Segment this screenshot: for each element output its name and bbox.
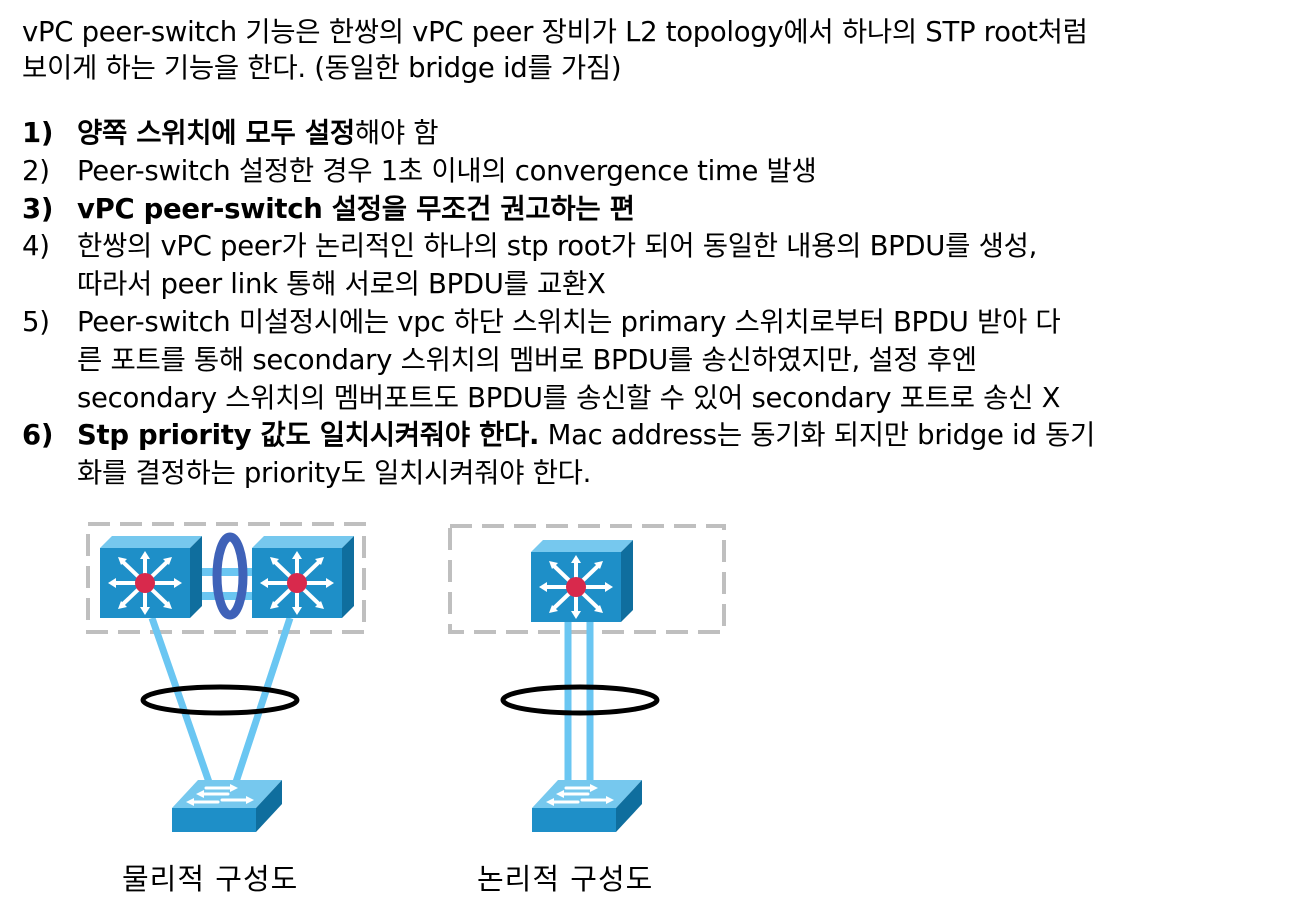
item-number: 4) [22, 230, 50, 263]
item-text: Peer-switch 설정한 경우 1초 이내의 convergence ti… [77, 154, 817, 187]
item-bold-text: 양쪽 스위치에 모두 설정 [77, 117, 355, 149]
item-text: Mac address는 동기화 되지만 bridge id 동기 [539, 419, 1096, 452]
item-line-1: Peer-switch 미설정시에는 vpc 하단 스위치는 primary 스… [77, 305, 1061, 338]
peer-link-ring-icon [212, 532, 248, 620]
item-number: 1) [22, 117, 54, 149]
list-item-3: 3) vPC peer-switch 설정을 무조건 권고하는 편 [22, 191, 1272, 229]
logical-topology [448, 524, 726, 834]
intro-line-1: vPC peer-switch 기능은 한쌍의 vPC peer 장비가 L2 … [22, 16, 1088, 48]
list-item-1: 1) 양쪽 스위치에 모두 설정해야 함 [22, 115, 1272, 153]
vpc-peer-switch-right-icon [250, 534, 356, 620]
port-channel-ring-icon [140, 684, 300, 716]
item-text: 해야 함 [354, 117, 439, 149]
logical-topology-caption: 논리적 구성도 [477, 862, 654, 896]
physical-topology [86, 522, 366, 834]
item-number: 6) [22, 419, 54, 452]
logical-stp-root-switch-icon [529, 538, 635, 624]
item-bold-text: vPC peer-switch 설정을 무조건 권고하는 편 [77, 192, 635, 225]
port-channel-ring-icon [500, 684, 660, 716]
item-number: 5) [22, 305, 50, 338]
item-line-2: 른 포트를 통해 secondary 스위치의 멤버로 BPDU를 송신하였지만… [77, 343, 977, 376]
physical-dashed-box [86, 522, 366, 634]
numbered-list: 1) 양쪽 스위치에 모두 설정해야 함 2) Peer-switch 설정한 … [22, 115, 1272, 493]
item-line-2: 따라서 peer link 통해 서로의 BPDU를 교환X [77, 268, 606, 301]
item-number: 2) [22, 154, 50, 187]
uplink-lines [564, 618, 594, 785]
downstream-switch-icon [530, 778, 644, 834]
downstream-switch-icon [170, 778, 284, 834]
list-item-4: 4) 한쌍의 vPC peer가 논리적인 하나의 stp root가 되어 동… [22, 228, 1272, 304]
item-line-1: 한쌍의 vPC peer가 논리적인 하나의 stp root가 되어 동일한 … [77, 230, 1038, 263]
vpc-peer-switch-left-icon [98, 534, 204, 620]
item-line-2: 화를 결정하는 priority도 일치시켜줘야 한다. [77, 457, 592, 490]
list-item-5: 5) Peer-switch 미설정시에는 vpc 하단 스위치는 primar… [22, 304, 1272, 417]
item-number: 3) [22, 192, 54, 225]
intro-paragraph: vPC peer-switch 기능은 한쌍의 vPC peer 장비가 L2 … [22, 14, 1272, 86]
item-bold-text: Stp priority 값도 일치시켜줘야 한다. [77, 419, 540, 452]
item-line-3: secondary 스위치의 멤버포트도 BPDU를 송신할 수 있어 seco… [77, 381, 1061, 414]
physical-topology-caption: 물리적 구성도 [122, 862, 299, 896]
list-item-2: 2) Peer-switch 설정한 경우 1초 이내의 convergence… [22, 153, 1272, 191]
intro-line-2: 보이게 하는 기능을 한다. (동일한 bridge id를 가짐) [22, 52, 622, 84]
list-item-6: 6) Stp priority 값도 일치시켜줘야 한다. Mac addres… [22, 417, 1272, 493]
uplink-lines [148, 616, 294, 787]
